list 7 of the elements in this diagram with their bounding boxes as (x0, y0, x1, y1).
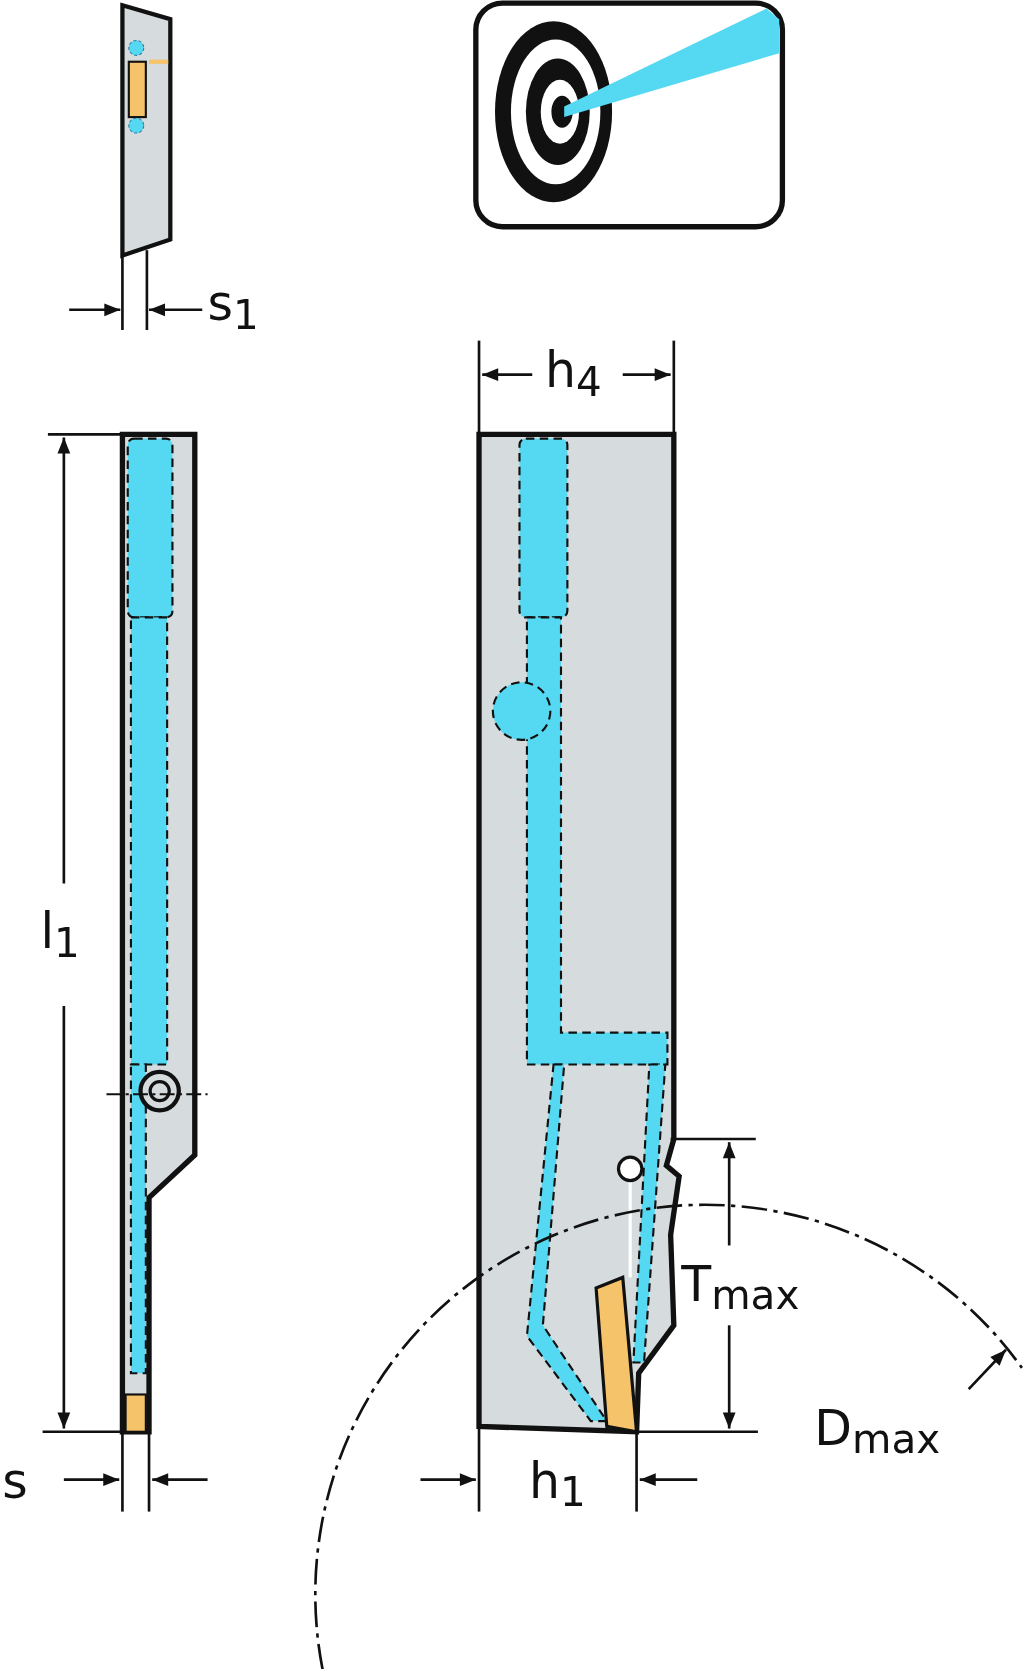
dimension-label: h$_{1}$ (529, 1456, 586, 1513)
dimension-label: T$_{max}$ (681, 1259, 800, 1316)
dimension-label: s (2, 1456, 28, 1506)
dimension-label: s$_{1}$ (207, 278, 259, 336)
dimension-label: l$_{1}$ (40, 906, 80, 964)
dimension-label: h$_{4}$ (545, 345, 602, 403)
dimension-label: D$_{max}$ (814, 1403, 941, 1460)
